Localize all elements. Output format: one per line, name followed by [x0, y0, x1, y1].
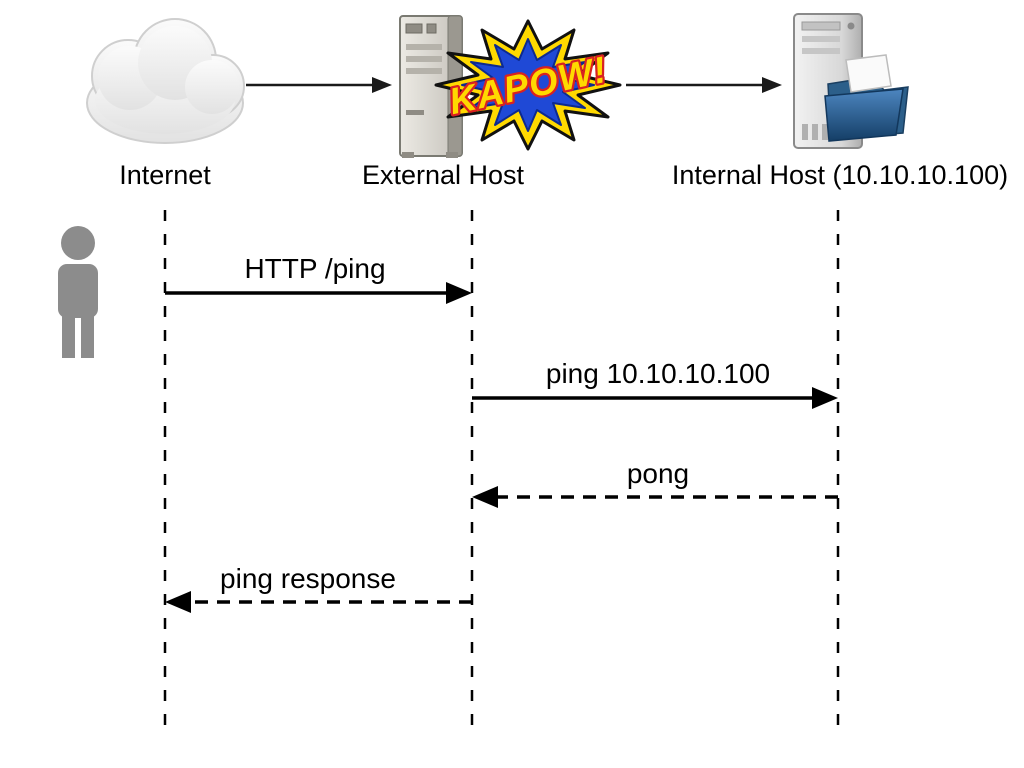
- message-ping-internal-label: ping 10.10.10.100: [546, 358, 770, 389]
- message-pong: pong: [472, 458, 838, 508]
- actor-label-internal-host: Internal Host (10.10.10.100): [672, 160, 1008, 190]
- message-http-ping-label: HTTP /ping: [244, 253, 385, 284]
- server-folder-icon: [793, 13, 909, 149]
- message-ping-response: ping response: [165, 563, 472, 613]
- actor-label-external-host: External Host: [362, 160, 525, 190]
- kapow-burst-icon: KAPOW!: [434, 19, 622, 151]
- message-http-ping: HTTP /ping: [165, 253, 472, 304]
- link-external-internal: [626, 77, 782, 93]
- arrowhead-left-icon: [472, 486, 498, 508]
- kapow-inner-burst: [461, 38, 595, 132]
- arrowhead-right-icon: [446, 282, 472, 304]
- message-ping-response-label: ping response: [220, 563, 396, 594]
- arrowhead-left-icon: [165, 591, 191, 613]
- person-icon: [58, 226, 98, 358]
- actor-label-internet: Internet: [119, 160, 211, 190]
- cloud-icon: [86, 18, 245, 144]
- message-ping-internal: ping 10.10.10.100: [472, 358, 838, 409]
- link-internet-external: [246, 77, 392, 93]
- arrowhead-right-icon: [812, 387, 838, 409]
- message-pong-label: pong: [627, 458, 689, 489]
